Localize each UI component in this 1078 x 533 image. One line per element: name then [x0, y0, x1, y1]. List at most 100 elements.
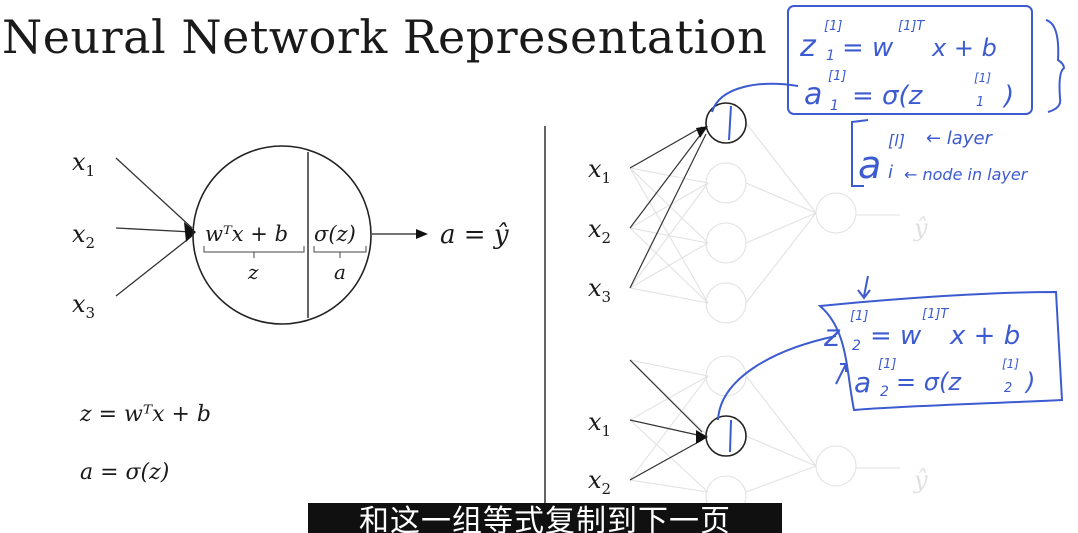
net-input-x1-var: x	[588, 155, 602, 183]
net-arrow-3	[629, 133, 707, 289]
net-input-x3: x3	[588, 274, 611, 306]
highlight-node-2	[705, 415, 747, 457]
input-x3-sub: 3	[85, 304, 96, 322]
net-arrow-1	[629, 126, 703, 169]
hw-notation-a: a	[858, 143, 881, 187]
arrow-x1	[115, 157, 193, 229]
equation-a: a = σ(z)	[80, 460, 170, 485]
hw1-supT: [1]T	[898, 19, 925, 34]
hw4-sup: [1]	[878, 357, 896, 372]
net-output-bottom: ŷ	[913, 466, 928, 494]
highlight-node-1	[705, 102, 747, 144]
hw3-tail: x + b	[949, 321, 1020, 351]
hw4-zsub: 2	[1004, 381, 1012, 396]
pen-mark-node-1	[728, 105, 732, 141]
net2-input-x2: x2	[588, 466, 611, 498]
hw3-z: z	[823, 319, 841, 354]
net2-input-x1-var: x	[588, 408, 602, 436]
handwritten-notation: a [l] i ← layer ← node in layer	[858, 128, 1029, 187]
underbrace-z	[203, 246, 305, 258]
input-x1-var: x	[72, 148, 86, 176]
net2-input-x2-var: x	[588, 466, 602, 494]
net2-input-x1-sub: 1	[601, 422, 612, 440]
linear-label: z	[248, 260, 259, 284]
net-input-x2-var: x	[588, 215, 602, 243]
annotation-pointer-2	[717, 335, 837, 421]
net2-input-x1: x1	[588, 408, 611, 440]
small-up-arrow	[835, 363, 847, 385]
annotation-box-2	[817, 290, 1064, 412]
small-down-arrow	[857, 275, 871, 300]
input-x3: x3	[72, 290, 95, 322]
input-x1: x1	[72, 148, 95, 180]
net-input-x3-var: x	[588, 274, 602, 302]
hw4-tail: )	[1024, 368, 1035, 396]
hw4-a: a	[854, 366, 871, 399]
net-arrow-head	[696, 126, 708, 138]
video-subtitle: 和这一组等式复制到下一页	[308, 503, 782, 533]
net2-arrow-3	[629, 359, 703, 433]
net-output-top: ŷ	[913, 214, 928, 242]
annotation-box-1	[787, 5, 1033, 115]
slide-title: Neural Network Representation	[2, 10, 768, 64]
handwritten-equation-3: z [1] 2 = w [1]T x + b	[823, 307, 1020, 354]
hw-notation-l: [l]	[888, 131, 905, 150]
hw2-sub: 1	[830, 98, 839, 114]
output-label: a = ŷ	[440, 220, 509, 250]
net2-arrow-1	[629, 419, 703, 437]
net-input-x3-sub: 3	[601, 288, 612, 306]
input-x3-var: x	[72, 290, 86, 318]
hw3-sup: [1]	[850, 309, 868, 324]
activation-label: a	[334, 260, 346, 284]
hw2-zsub: 1	[976, 95, 984, 110]
net2-arrow-2	[629, 439, 703, 481]
underbrace-a	[313, 246, 367, 258]
hw1-tail: x + b	[931, 34, 997, 62]
annotation-brace-1	[1045, 19, 1066, 113]
output-arrow-head	[416, 229, 428, 239]
net2-input-x2-sub: 2	[601, 480, 612, 498]
arrow-x2	[115, 227, 193, 233]
net-input-x1-sub: 1	[601, 169, 612, 187]
hw4-rhs: = σ(z	[896, 368, 962, 396]
linear-part: wᵀx + b	[205, 222, 289, 246]
net2-arrow-head	[696, 430, 708, 444]
hw2-sup: [1]	[828, 69, 846, 84]
handwritten-equation-2: a [1] 1 = σ(z [1] 1 )	[804, 69, 1014, 114]
handwritten-annotations	[711, 5, 1066, 453]
hw-notation-i: i	[888, 162, 893, 183]
arrow-head	[184, 222, 196, 242]
input-x2: x2	[72, 220, 95, 252]
hw4-sub: 2	[880, 384, 889, 400]
hw2-rhs: = σ(z	[852, 81, 924, 111]
hw-notation-layer: ← layer	[926, 128, 994, 149]
annotation-pointer-1	[711, 82, 799, 113]
hw3-rhs: = w	[870, 321, 922, 351]
arrow-x3	[115, 235, 193, 297]
input-x2-sub: 2	[85, 234, 96, 252]
input-x1-sub: 1	[85, 162, 96, 180]
hw1-sub: 1	[826, 48, 835, 64]
hw-notation-node: ← node in layer	[904, 165, 1029, 184]
network-bottom: ŷ	[629, 355, 928, 517]
neuron-circle	[192, 145, 372, 325]
handwritten-equation-1: z [1] 1 = w [1]T x + b	[799, 19, 997, 64]
net-input-x1: x1	[588, 155, 611, 187]
net-input-x2-sub: 2	[601, 229, 612, 247]
hw3-supT: [1]T	[922, 307, 949, 322]
hw3-sub: 2	[852, 338, 861, 354]
handwritten-equation-4: a [1] 2 = σ(z [1] 2 )	[854, 357, 1035, 400]
input-x2-var: x	[72, 220, 86, 248]
net-input-x2: x2	[588, 215, 611, 247]
equation-z: z = wᵀx + b	[80, 402, 211, 427]
hw2-a: a	[804, 77, 822, 112]
hw2-zsup: [1]	[974, 71, 991, 85]
hw1-z: z	[799, 29, 817, 64]
network-top: ŷ	[629, 102, 928, 324]
hw1-sup: [1]	[824, 19, 842, 34]
pen-mark-node-2	[729, 419, 732, 453]
activation-part: σ(z)	[314, 222, 356, 246]
